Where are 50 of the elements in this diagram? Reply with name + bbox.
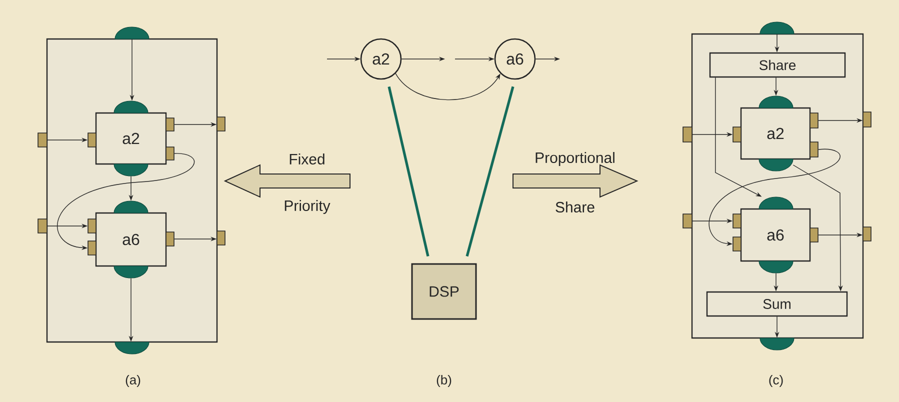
process-box: a2 [740,107,811,160]
port-square [810,112,818,128]
process-box: a6 [95,212,167,267]
connector-bump [758,260,794,274]
connector-line [388,86,430,257]
port-square [732,214,742,228]
arrow-label: Fixed [290,154,324,164]
port-square [682,214,692,228]
port-square [166,146,174,160]
port-square [862,226,872,242]
connector-bump [114,100,148,114]
processor-box: DSP [411,263,477,320]
connector-bump [758,196,794,210]
port-square [216,116,226,132]
port-square [732,126,742,142]
connector-bump [758,96,794,108]
function-box: Share [709,52,846,78]
port-square [38,132,48,148]
panel-caption: (c) [769,374,783,388]
process-box: a6 [740,208,811,262]
port-square [810,142,818,158]
port-square [88,240,96,256]
arrow [395,73,500,100]
port-square [682,126,692,142]
arrow-label: Priority [284,200,330,214]
port-square [810,228,818,242]
port-square [88,218,96,234]
port-square [862,112,872,128]
process-box: a2 [95,112,167,165]
panel-caption: (a) [126,374,140,388]
port-square [216,230,226,246]
arrow-label: Share [556,202,594,212]
port-square [88,132,96,148]
port-square [732,236,742,252]
connector-bump [114,342,150,354]
connector-bump [114,266,148,278]
port-square [166,232,174,246]
arrow-label: Proportional [536,152,614,166]
port-square [166,118,174,132]
connector-line [466,86,514,257]
connector-bump [760,22,794,34]
function-box: Sum [706,291,848,317]
arrow [708,148,840,246]
connector-bump [114,164,148,176]
panel-caption: (b) [436,374,452,388]
connector-bump [114,26,150,40]
connector-bump [760,338,794,350]
connector-bump [114,200,148,214]
connector-bump [758,158,794,172]
port-square [38,218,48,234]
